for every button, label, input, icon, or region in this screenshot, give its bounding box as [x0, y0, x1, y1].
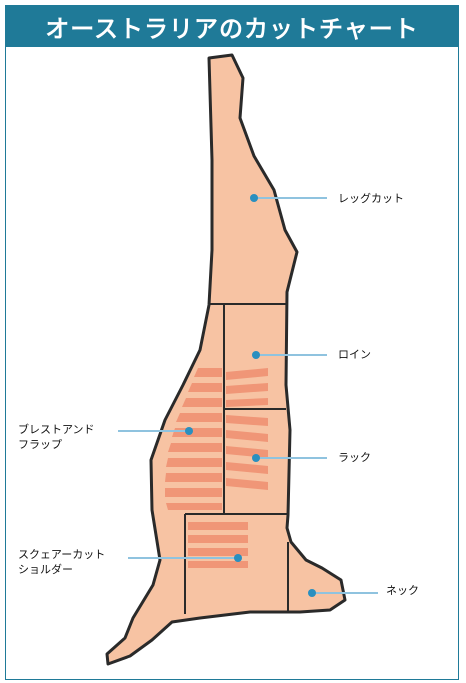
breast-marker	[185, 427, 193, 435]
loin-marker	[252, 351, 260, 359]
label-rack: ラック	[338, 450, 371, 465]
neck-marker	[308, 589, 316, 597]
label-shoulder-line2: ショルダー	[18, 562, 105, 577]
label-breast-line2: フラップ	[18, 437, 95, 452]
label-leg-cut: レッグカット	[338, 191, 404, 206]
label-breast-flap: ブレストアンド フラップ	[18, 422, 95, 452]
label-breast-line1: ブレストアンド	[18, 422, 95, 437]
leg-marker	[250, 194, 258, 202]
carcass-outline	[107, 55, 345, 664]
shoulder-marker	[234, 554, 242, 562]
label-shoulder-line1: スクェアーカット	[18, 547, 105, 562]
rack-marker	[252, 454, 260, 462]
label-neck: ネック	[386, 583, 419, 598]
label-square-cut-shoulder: スクェアーカット ショルダー	[18, 547, 105, 577]
label-loin: ロイン	[338, 347, 371, 362]
